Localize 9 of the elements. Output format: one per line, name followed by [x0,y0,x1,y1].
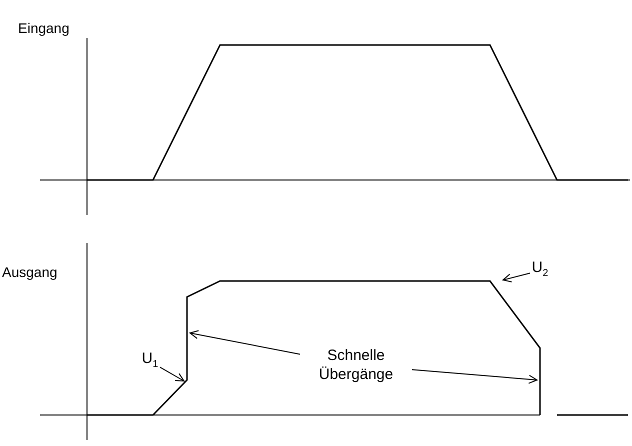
callout-label: U$_{1}$ [140,349,160,374]
axis-label: Eingang [18,20,70,37]
callout-label: U$_{2}$ [530,258,550,283]
axis-label: Ausgang [2,264,58,281]
leader-line [160,366,184,382]
leader-line [502,272,530,282]
leader-line [412,369,538,384]
callout-text: Schnelle Übergänge [300,346,412,384]
leader-line [190,330,300,355]
